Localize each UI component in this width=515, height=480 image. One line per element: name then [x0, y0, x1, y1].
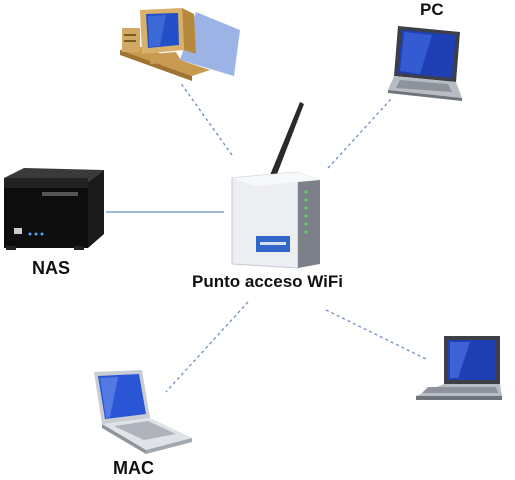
link-hub-desktop	[179, 81, 233, 156]
desktop-computer-icon	[120, 8, 240, 81]
wifi-router-icon	[231, 102, 320, 269]
link-hub-mac	[165, 301, 249, 393]
link-hub-laptop-right	[325, 309, 429, 361]
node-label-mac: MAC	[113, 458, 154, 478]
node-label-hub: Punto acceso WiFi	[192, 272, 343, 291]
nas-storage-icon	[4, 168, 104, 250]
link-hub-pc	[327, 97, 393, 169]
laptop-icon	[388, 26, 462, 101]
node-label-pc: PC	[420, 0, 444, 19]
laptop-icon	[94, 370, 192, 454]
laptop-icon	[416, 336, 502, 400]
node-label-nas: NAS	[32, 258, 71, 278]
